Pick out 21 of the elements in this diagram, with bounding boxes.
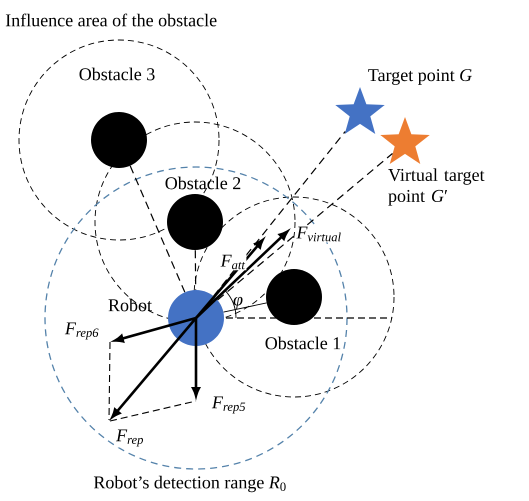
connector-line — [130, 166, 186, 292]
angle-label: φ — [234, 296, 242, 310]
node-label: Robot — [108, 298, 152, 312]
node-label: Obstacle 1 — [266, 336, 340, 350]
node-label: Obstacle 3 — [80, 68, 155, 80]
connector-line — [194, 250, 196, 290]
edge-label: F$_{rep}$ — [116, 429, 144, 447]
edge-label: F$_{virtual}$ — [296, 226, 341, 242]
node-label: Obstacle 2 — [166, 176, 240, 190]
connector-line — [213, 131, 346, 296]
node-label: Virtual target point G′ — [388, 168, 484, 206]
edge-label: F$_{rep5}$ — [212, 396, 246, 414]
edge-label: F$_{att}$ — [220, 254, 246, 270]
force-arrow — [195, 238, 264, 319]
node-label: Target point G — [368, 69, 472, 85]
connector-line — [223, 302, 267, 313]
force-arrow — [195, 230, 288, 319]
connector-line — [217, 153, 393, 300]
range-label: Robot’s detection range R$_{0}$ — [94, 476, 286, 492]
edge-label: F$_{rep6}$ — [64, 322, 98, 340]
area-label: Influence area of the obstacle — [6, 14, 216, 26]
